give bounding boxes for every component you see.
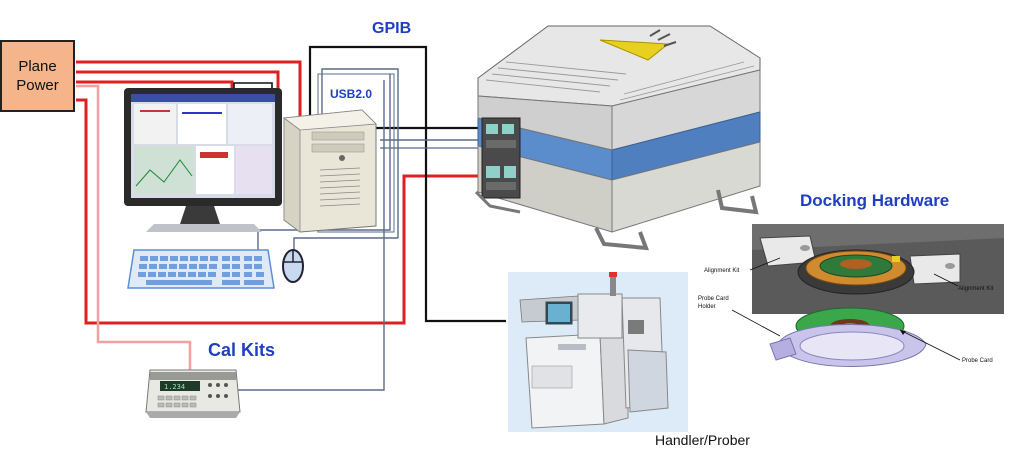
gpib-cable	[308, 45, 506, 323]
power-cable-1	[76, 60, 302, 118]
keyboard-icon	[127, 249, 275, 289]
plane-power-label-1: Plane	[18, 58, 57, 75]
prober-icon	[508, 272, 688, 432]
docking-hardware-icon	[731, 224, 1004, 367]
pc-tower-icon	[282, 109, 377, 233]
alignment-kit-left-label: Alignment Kit	[704, 268, 740, 274]
svg-text:1.234: 1.234	[164, 383, 185, 391]
pink-cable	[76, 84, 192, 372]
usb-cable-4	[234, 80, 385, 391]
usb-label: USB2.0	[330, 87, 373, 101]
plane-power-label-2: Power	[16, 77, 59, 94]
handler-prober-label: Handler/Prober	[655, 432, 750, 448]
usb-cable-3	[293, 237, 398, 250]
probe-card-holder-label-2: Holder	[698, 304, 716, 310]
docking-hardware-label: Docking Hardware	[800, 191, 950, 210]
power-cable-4	[76, 98, 488, 325]
tester-icon	[474, 25, 761, 251]
probe-card-holder-label-1: Probe Card	[698, 296, 729, 302]
usb-cable	[321, 68, 399, 238]
alignment-kit-right-label: Alignment Kit	[958, 286, 994, 292]
monitor-icon	[124, 88, 282, 232]
probe-card-label: Probe Card	[962, 358, 993, 364]
multimeter-icon: 1.234	[145, 369, 241, 418]
cables	[76, 45, 506, 391]
gpib-label: GPIB	[372, 20, 412, 37]
plane-power-box: Plane Power	[0, 40, 75, 112]
cal-kits-label: Cal Kits	[208, 340, 276, 360]
mouse-icon	[282, 249, 304, 283]
